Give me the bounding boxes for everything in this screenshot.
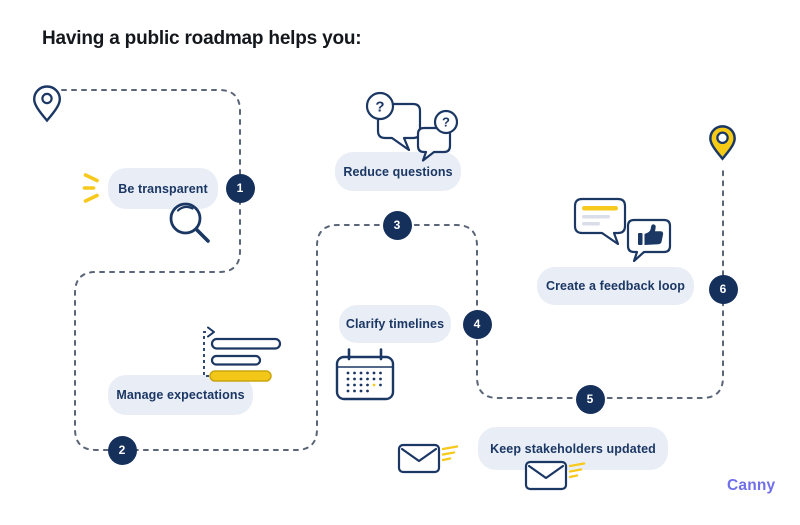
feedback-bubbles-icon: [573, 197, 672, 262]
text-line: [582, 215, 610, 219]
page-title: Having a public roadmap helps you:: [42, 28, 362, 49]
thumbs-up-icon: [638, 224, 664, 245]
envelope-icon: [397, 443, 459, 474]
step-pill-reduce-questions: Reduce questions: [335, 152, 461, 191]
step-pill-keep-stakeholders-updated: Keep stakeholders updated: [478, 427, 668, 470]
step-badge-2: 2: [107, 435, 137, 465]
question-mark-glyph: ?: [442, 115, 450, 130]
calendar-dates-dots: [346, 371, 382, 393]
calendar-icon: [335, 348, 395, 401]
step-badge-6: 6: [708, 274, 738, 304]
step-pill-clarify-timelines: Clarify timelines: [339, 305, 451, 343]
step-badge-3: 3: [382, 210, 412, 240]
step-pill-manage-expectations: Manage expectations: [108, 375, 253, 415]
step-badge-4: 4: [462, 309, 492, 339]
sparkle-icon: [82, 173, 99, 203]
step-pill-be-transparent: Be transparent: [108, 168, 218, 209]
text-line: [582, 222, 600, 226]
brand-logo: Canny: [727, 477, 776, 494]
map-pin-outline-icon: [32, 85, 62, 123]
question-bubbles-icon: ? ?: [365, 91, 458, 162]
roadmap-bars-icon: [203, 326, 282, 382]
step-badge-5: 5: [575, 384, 605, 414]
magnifier-icon: [169, 202, 210, 243]
envelope-icon: [524, 460, 586, 491]
step-pill-create-feedback-loop: Create a feedback loop: [537, 267, 694, 305]
question-mark-glyph: ?: [375, 99, 384, 116]
step-badge-1: 1: [225, 173, 255, 203]
map-pin-filled-icon: [709, 125, 736, 161]
highlighted-text-line: [582, 206, 618, 211]
